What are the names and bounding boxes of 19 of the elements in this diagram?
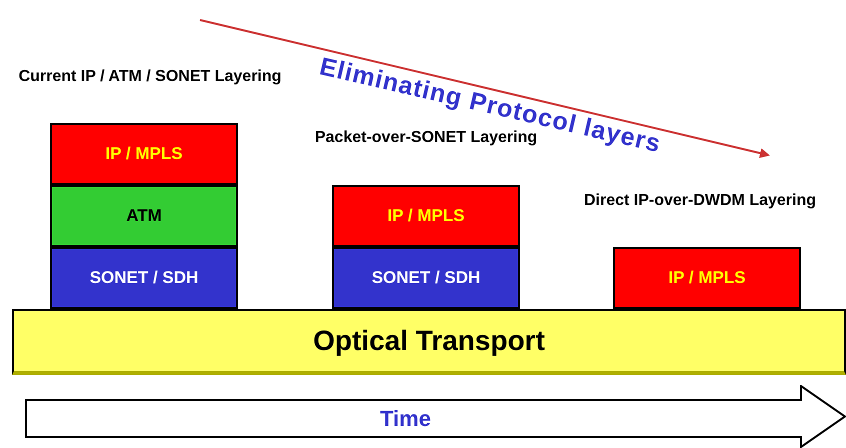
layer-box: [50, 185, 238, 247]
layer-label: SONET / SDH: [372, 267, 480, 290]
layer-label: Optical Transport: [313, 324, 545, 358]
layer-label: ATM: [126, 205, 162, 228]
layer-label: SONET / SDH: [90, 267, 198, 290]
transport-bar: [12, 309, 846, 375]
arrow-label: Time: [380, 405, 431, 433]
layer-box: [332, 185, 520, 247]
layer-box: [50, 247, 238, 309]
layer-label: IP / MPLS: [387, 205, 465, 228]
time-arrow: [25, 385, 846, 448]
stack-heading: Packet-over-SONET Layering: [314, 129, 538, 148]
stack-heading: Current IP / ATM / SONET Layering: [18, 67, 282, 87]
stack-heading: Direct IP-over-DWDM Layering: [582, 191, 818, 211]
layer-box: [613, 247, 801, 309]
layer-label: IP / MPLS: [105, 143, 183, 166]
layer-label: IP / MPLS: [668, 267, 746, 290]
layer-box: [332, 247, 520, 309]
layer-box: [50, 123, 238, 185]
